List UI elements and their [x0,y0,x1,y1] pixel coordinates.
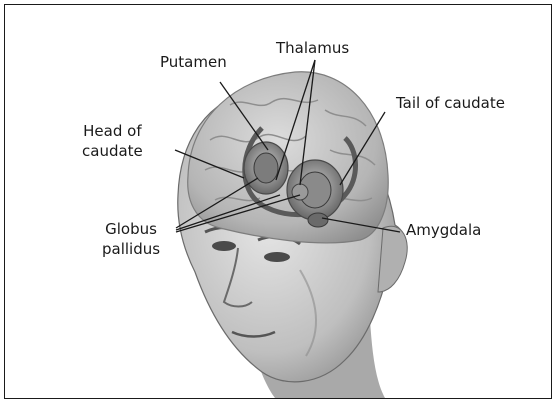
label-head-of-caudate-line-1: Head of [82,121,143,141]
label-putamen: Putamen [160,52,227,72]
label-head-of-caudate: Head of caudate [82,121,143,161]
label-head-of-caudate-line-2: caudate [82,141,143,161]
brain [188,72,388,243]
label-amygdala: Amygdala [406,220,481,240]
label-globus-pallidus: Globus pallidus [102,219,160,259]
label-globus-pallidus-line-1: Globus [102,219,160,239]
label-tail-of-caudate: Tail of caudate [396,93,505,113]
label-thalamus: Thalamus [276,38,349,58]
label-globus-pallidus-line-2: pallidus [102,239,160,259]
